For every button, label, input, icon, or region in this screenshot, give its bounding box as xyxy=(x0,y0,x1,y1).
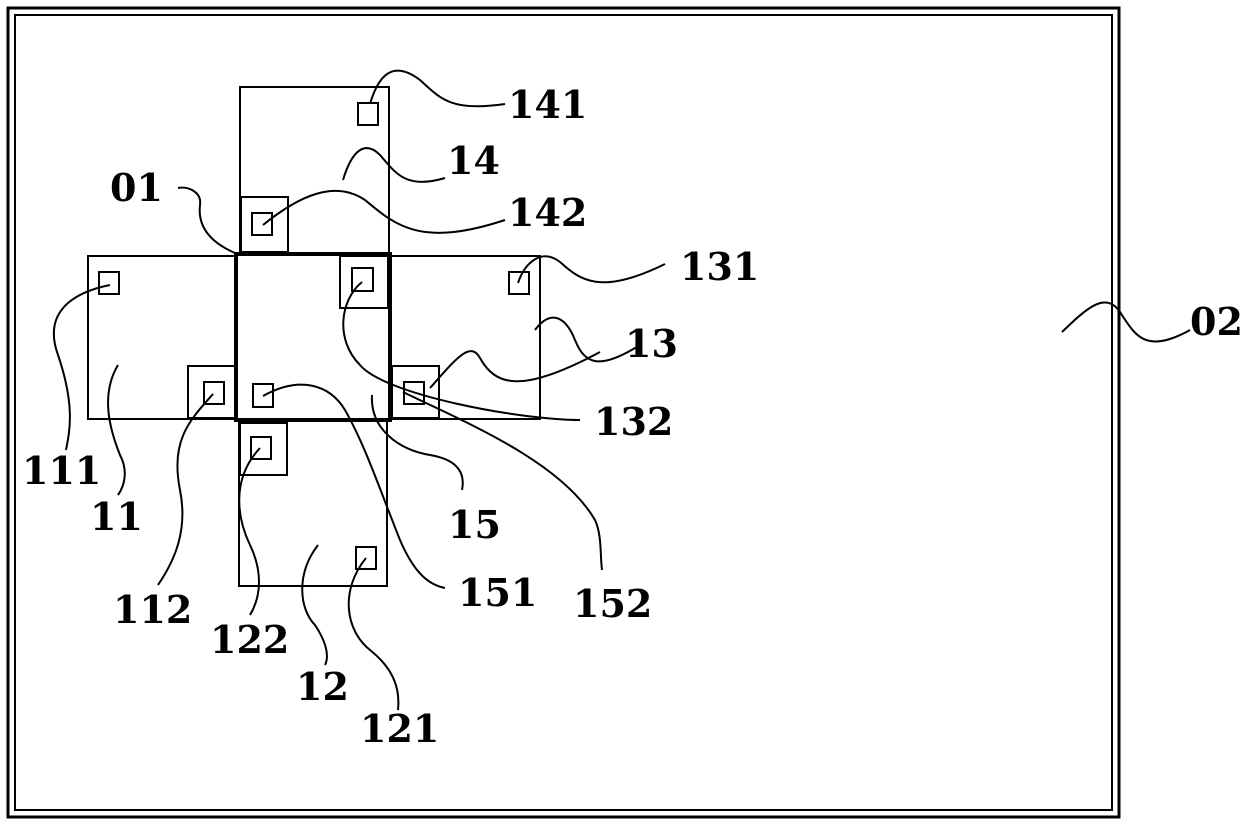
label-01: 01 xyxy=(110,165,163,210)
leader-12 xyxy=(302,545,327,665)
arm-12 xyxy=(239,421,387,586)
label-112: 112 xyxy=(113,587,192,632)
leader-141 xyxy=(370,71,505,107)
label-11: 11 xyxy=(90,494,143,539)
label-132: 132 xyxy=(594,399,673,444)
label-02: 02 xyxy=(1190,299,1240,344)
inner-frame-02 xyxy=(15,15,1112,810)
leader-01 xyxy=(178,188,235,253)
leader-112 xyxy=(158,394,213,585)
label-111: 111 xyxy=(22,448,101,493)
pad-112-outer xyxy=(188,366,235,418)
label-122: 122 xyxy=(210,617,289,662)
leader-11 xyxy=(108,365,125,495)
leader-15 xyxy=(372,395,463,490)
arm-13 xyxy=(391,256,540,419)
outer-frame-02 xyxy=(8,8,1119,817)
label-14: 14 xyxy=(447,138,500,183)
arm-14 xyxy=(240,87,389,255)
leader-13 xyxy=(430,351,600,388)
label-121: 121 xyxy=(360,706,439,751)
label-141: 141 xyxy=(508,82,587,127)
pad-152-outer xyxy=(340,256,388,308)
leader-121 xyxy=(349,558,399,710)
leader-151 xyxy=(263,385,445,588)
pad-142 xyxy=(252,213,272,235)
leader-132 xyxy=(343,282,580,420)
label-151: 151 xyxy=(458,570,537,615)
label-13: 13 xyxy=(625,321,678,366)
label-131: 131 xyxy=(680,244,759,289)
label-12: 12 xyxy=(296,664,349,709)
leader-02 xyxy=(1062,302,1190,341)
pad-141 xyxy=(358,103,378,125)
label-15: 15 xyxy=(448,502,501,547)
arm-11 xyxy=(88,256,236,419)
leader-14 xyxy=(343,148,445,182)
center-15 xyxy=(236,254,390,420)
label-152: 152 xyxy=(573,581,652,626)
leader-122 xyxy=(239,448,260,615)
label-142: 142 xyxy=(508,190,587,235)
pad-111 xyxy=(99,272,119,294)
leader-142 xyxy=(263,191,505,233)
leader-111 xyxy=(54,285,110,450)
